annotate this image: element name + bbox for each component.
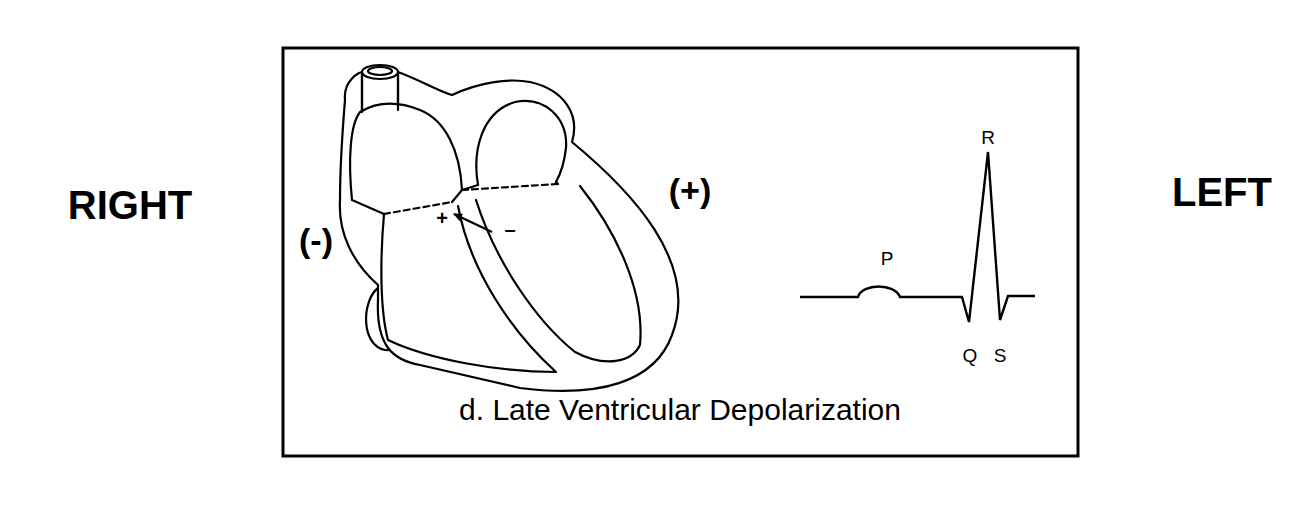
left-atrium	[476, 101, 566, 185]
ecg-trace	[800, 152, 1035, 322]
left-ventricle	[476, 186, 641, 361]
wave-label: S	[994, 346, 1007, 365]
depolarization-arrow	[454, 214, 492, 232]
aorta-opening	[362, 65, 398, 79]
side-label: RIGHT	[68, 185, 192, 225]
figure-frame	[283, 48, 1078, 456]
heart-outline	[340, 72, 679, 391]
right-atrium	[350, 104, 462, 201]
electrode-polarity: (+)	[669, 173, 712, 207]
wave-label: R	[981, 128, 995, 147]
av-junction	[352, 182, 558, 214]
wave-label: Q	[963, 346, 978, 365]
charge-sign: +	[436, 208, 448, 228]
aorta-lumen	[368, 67, 392, 75]
right-ventricle	[381, 206, 556, 372]
figure-caption: d. Late Ventricular Depolarization	[459, 395, 901, 425]
electrode-polarity: (-)	[299, 223, 333, 257]
charge-sign: –	[504, 219, 515, 239]
wave-label: P	[881, 249, 894, 268]
side-label: LEFT	[1172, 172, 1272, 212]
